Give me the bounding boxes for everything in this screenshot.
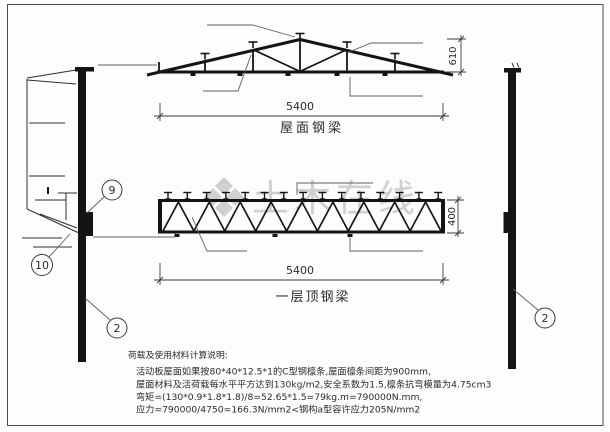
roof-top-chord-right: [299, 38, 454, 77]
floor-height-value: 400: [447, 207, 458, 226]
connector-tick: [174, 234, 180, 237]
callout-left-column-number: 2: [114, 322, 121, 335]
floor-span-dimension: 5400: [154, 263, 449, 285]
roof-truss-title: 屋面钢梁: [280, 121, 344, 136]
roof-height-dimension: 610: [446, 35, 466, 76]
roof-top-chord-left: [146, 38, 301, 77]
callout-left-column: 2: [84, 297, 128, 339]
right-column: [503, 62, 521, 369]
callout-bracket: 10: [31, 233, 71, 276]
right-column-sleeve: [503, 212, 509, 233]
floor-end-post: [441, 199, 445, 234]
connector-tick: [285, 73, 291, 76]
watermark: 土木在线: [204, 177, 420, 220]
roof-span-value: 5400: [286, 100, 314, 113]
connector-tick: [334, 73, 340, 76]
roof-bottom-ticks: [190, 73, 388, 76]
sheet-border: [7, 4, 604, 426]
roof-leader-lines: [203, 24, 423, 97]
connector-tick: [190, 73, 196, 76]
callout-right-column-number: 2: [542, 312, 549, 325]
left-column: [75, 67, 94, 362]
right-column-shaft: [508, 68, 516, 369]
floor-truss-title: 一层顶钢梁: [275, 290, 350, 305]
connector-tick: [382, 73, 388, 76]
notes-line: 应力=790000/4750=166.3N/mm2<钢构a型容许应力205N/m…: [136, 404, 420, 416]
callout-bracket-number: 10: [35, 259, 49, 272]
floor-bottom-ticks: [174, 234, 353, 237]
left-column-shaft: [78, 67, 86, 362]
left-wall-detail: [22, 69, 80, 248]
notes-line: 屋面材料及活荷载每水平平方达到130kg/m2,安全系数为1.5,檩条抗弯模量为…: [136, 379, 492, 391]
connector-tick: [237, 73, 243, 76]
floor-purlin-symbols: [164, 191, 443, 200]
roof-purlin-seats: [200, 32, 400, 60]
floor-span-value: 5400: [286, 264, 314, 277]
beam-seat-block: [85, 212, 93, 236]
wall-tick: [47, 187, 49, 194]
watermark-text: 土木在线: [252, 177, 420, 220]
floor-truss: [158, 191, 445, 237]
roof-height-value: 610: [448, 46, 459, 65]
callout-connection-number: 9: [109, 184, 116, 197]
truss-diagonal: [253, 49, 300, 72]
notes-title: 荷载及使用材料计算说明:: [128, 349, 228, 361]
callout-connection: 9: [86, 179, 123, 214]
truss-diagonal: [300, 49, 347, 72]
floor-leader-lines: [191, 182, 423, 252]
callout-right-column: 2: [512, 288, 556, 329]
connector-tick: [347, 234, 353, 237]
roof-span-dimension: 5400: [154, 100, 449, 121]
roof-posts: [204, 41, 396, 72]
floor-end-post: [158, 199, 162, 234]
connector-tick: [272, 234, 278, 237]
notes-line: 弯矩=(130*0.9*1.8*1.8)/8=52.65*1.5=79kg.m=…: [136, 391, 422, 403]
roof-truss: [146, 32, 454, 77]
floor-height-dimension: 400: [447, 196, 464, 237]
floor-web-members: [162, 200, 442, 233]
calculation-notes: 荷载及使用材料计算说明: 活动板屋面如果按80*40*12.5*1的C型钢檩条,…: [128, 349, 492, 416]
notes-line: 活动板屋面如果按80*40*12.5*1的C型钢檩条,屋面檩条间距为900mm,: [136, 366, 431, 378]
watermark-diamond-icon: [204, 177, 244, 217]
